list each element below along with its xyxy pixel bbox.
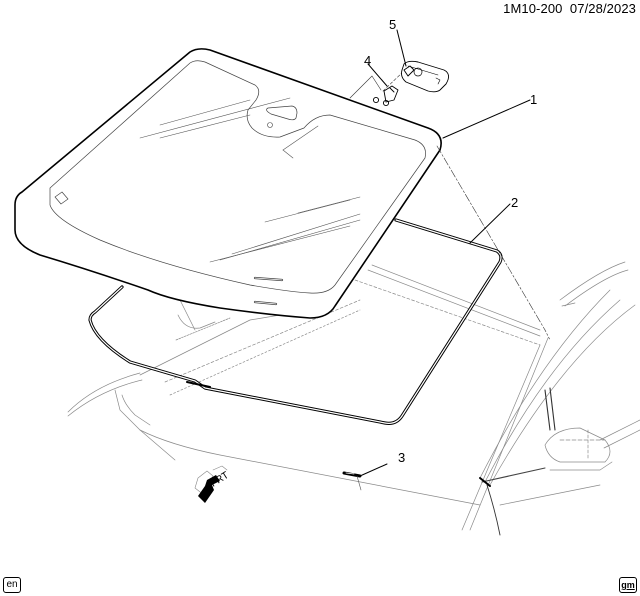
gm-logo-badge: gm bbox=[619, 577, 637, 593]
illustration-date: 07/28/2023 bbox=[569, 1, 636, 16]
callout-3: 3 bbox=[398, 450, 405, 465]
callout-1: 1 bbox=[530, 92, 537, 107]
windshield-part-1 bbox=[14, 48, 442, 319]
language-badge[interactable]: en bbox=[3, 577, 21, 593]
vin-plate-clip-part-3 bbox=[342, 471, 362, 491]
rearview-mirror-bracket-part-4 bbox=[372, 85, 399, 107]
callout-2: 2 bbox=[511, 195, 518, 210]
callout-5: 5 bbox=[389, 17, 396, 32]
illustration-code: 1M10-200 bbox=[503, 1, 563, 16]
frt-label: FRT bbox=[209, 470, 231, 490]
callout-leaders bbox=[359, 29, 531, 477]
vehicle-body bbox=[67, 204, 640, 536]
callout-4: 4 bbox=[364, 53, 371, 68]
inside-rearview-mirror-part-5 bbox=[401, 60, 449, 93]
illustration-header: 1M10-200 07/28/2023 bbox=[503, 1, 636, 16]
front-direction-indicator: FRT bbox=[194, 465, 231, 503]
